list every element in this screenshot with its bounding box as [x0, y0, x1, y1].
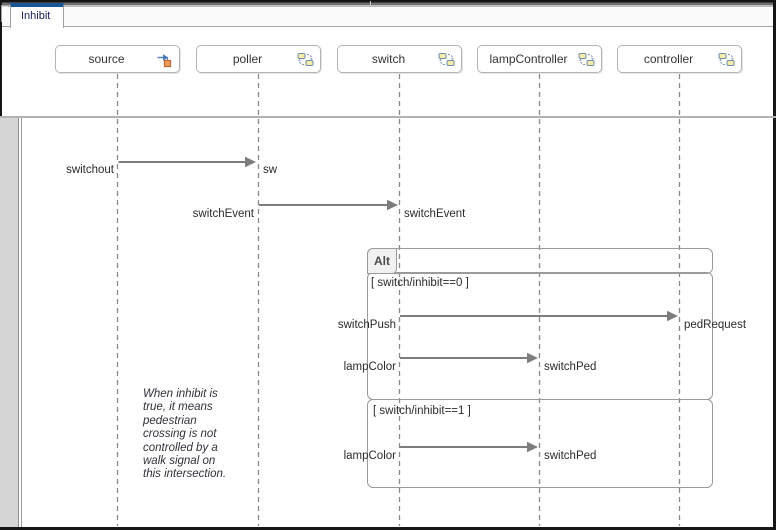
- lifeline-name: lampController: [489, 52, 568, 66]
- message-receive-label[interactable]: switchPed: [544, 450, 597, 462]
- lifeline-head-switch[interactable]: switch: [337, 45, 462, 73]
- message-receive-label[interactable]: switchPed: [544, 361, 597, 373]
- annotation-note[interactable]: When inhibit is true, it means pedestria…: [143, 388, 227, 481]
- alt-operator-label: Alt: [374, 254, 390, 268]
- stateflow-chart-icon: [438, 53, 455, 66]
- message-send-label[interactable]: switchEvent: [192, 208, 254, 220]
- window-bottom-border: [0, 527, 776, 530]
- stateflow-chart-icon: [297, 53, 314, 66]
- arrowhead: [387, 199, 398, 211]
- lifeline-head-controller[interactable]: controller: [617, 45, 742, 73]
- lifeline-name: source: [88, 52, 125, 66]
- message-send-label[interactable]: switchPush: [337, 319, 396, 331]
- alt-operator-badge: Alt: [367, 248, 397, 274]
- message-send-label[interactable]: lampColor: [343, 361, 396, 373]
- lifeline-name: controller: [643, 52, 694, 66]
- arrowhead: [245, 156, 256, 168]
- guard-condition-1[interactable]: [ switch/inhibit==0 ]: [371, 277, 469, 289]
- tab-inhibit[interactable]: Inhibit: [10, 3, 64, 28]
- stateflow-chart-icon: [578, 53, 595, 66]
- message-receive-label[interactable]: switchEvent: [404, 208, 466, 220]
- message-send-label[interactable]: lampColor: [343, 450, 396, 462]
- window-left-border: [0, 0, 2, 118]
- top-splitter-tick: [370, 1, 371, 6]
- lifeline-head-lampController[interactable]: lampController: [477, 45, 602, 73]
- lifeline-name: switch: [371, 52, 406, 66]
- source-input-icon: [157, 54, 172, 68]
- collapsed-left-panel[interactable]: [0, 118, 19, 527]
- lifeline-head-poller[interactable]: poller: [196, 45, 321, 73]
- guard-condition-2[interactable]: [ switch/inhibit==1 ]: [373, 405, 471, 417]
- header-separator-line: [0, 116, 776, 118]
- stateflow-chart-icon: [718, 53, 735, 66]
- message-receive-label[interactable]: pedRequest: [684, 319, 747, 331]
- window-top-border: [0, 0, 776, 7]
- tab-label: Inhibit: [21, 10, 51, 22]
- lifeline-name: poller: [232, 52, 263, 66]
- left-panel-splitter[interactable]: [21, 118, 22, 527]
- alt-operand-1[interactable]: [367, 272, 713, 400]
- message-send-label[interactable]: switchout: [66, 164, 114, 176]
- lifeline-head-source[interactable]: source: [55, 45, 180, 73]
- alt-fragment-header[interactable]: [367, 248, 713, 274]
- message-receive-label[interactable]: sw: [263, 164, 278, 176]
- tab-bar: [2, 7, 773, 27]
- window-right-border: [773, 0, 776, 530]
